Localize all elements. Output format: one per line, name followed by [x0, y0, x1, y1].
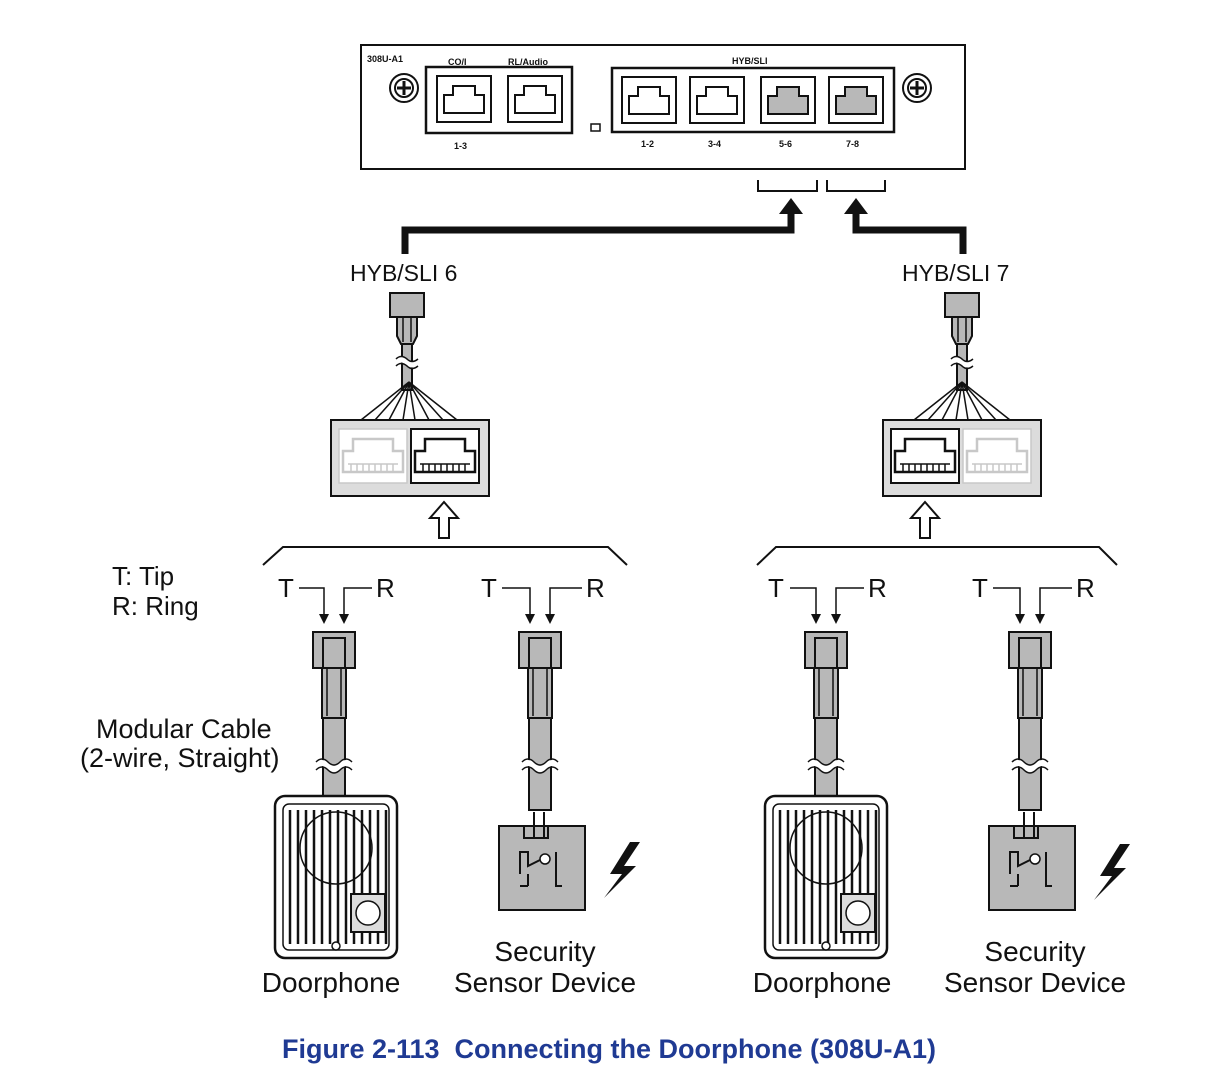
rl-audio-jack-icon — [507, 75, 563, 123]
security-sensor-device — [498, 811, 586, 911]
wire-label-t: T — [481, 573, 497, 603]
lightning-icon — [1094, 844, 1130, 900]
hyb-sli-jack-1-2-icon — [621, 76, 677, 124]
sensor-label-line2: Sensor Device — [454, 967, 636, 998]
port-group-rl-audio-label: RL/Audio — [508, 57, 548, 67]
tr-wires-2: T R — [481, 573, 605, 624]
junction-box-left — [330, 419, 490, 497]
wire-label-r: R — [1076, 573, 1095, 603]
doorphone-label: Doorphone — [753, 967, 892, 998]
screw-icon — [388, 72, 420, 104]
sensor-label-line2: Sensor Device — [944, 967, 1126, 998]
wire-label-t: T — [768, 573, 784, 603]
port-5-6-bracket — [757, 180, 818, 192]
line-label-hyb-sli-6: HYB/SLI 6 — [350, 260, 457, 286]
hyb-sli-jack-5-6-icon — [760, 76, 816, 124]
coi-jack-icon — [436, 75, 492, 123]
port-number-5-6: 5-6 — [779, 139, 792, 149]
modular-plug-icon — [945, 293, 979, 390]
doorphone-device — [273, 794, 399, 960]
port-number-1-2: 1-2 — [641, 139, 654, 149]
port-number-7-8: 7-8 — [846, 139, 859, 149]
cable-label-line2: (2-wire, Straight) — [80, 743, 280, 773]
tr-wires-4: T R — [972, 573, 1095, 624]
line-6-arrow — [401, 198, 803, 254]
doorphone-label: Doorphone — [262, 967, 401, 998]
tr-wires-1: T R — [278, 573, 395, 624]
modular-plug-icon — [1009, 632, 1051, 810]
figure-caption: Figure 2-113 Connecting the Doorphone (3… — [282, 1034, 936, 1064]
modular-plug-icon — [519, 632, 561, 810]
legend-ring: R: Ring — [112, 591, 199, 621]
cable-label-line1: Modular Cable — [96, 714, 272, 744]
junction-box-right — [882, 419, 1042, 497]
port-group-hyb-sli-label: HYB/SLI — [732, 56, 768, 66]
wire-label-t: T — [278, 573, 294, 603]
doorphone-device — [763, 794, 889, 960]
rj-jack-icon — [341, 437, 405, 474]
rj-jack-icon — [413, 437, 477, 474]
lightning-icon — [604, 842, 640, 898]
screw-icon — [901, 72, 933, 104]
hollow-arrow-up-icon — [910, 501, 940, 539]
port-number-3-4: 3-4 — [708, 139, 721, 149]
rj-jack-icon — [965, 437, 1029, 474]
status-led — [590, 123, 601, 132]
hyb-sli-jack-7-8-icon — [828, 76, 884, 124]
hollow-arrow-up-icon — [429, 501, 459, 539]
unit-model-label: 308U-A1 — [367, 54, 403, 64]
modular-plug-icon — [805, 632, 847, 810]
group-bracket-left — [262, 546, 628, 566]
wire-label-t: T — [972, 573, 988, 603]
port-number-1-3: 1-3 — [454, 141, 467, 151]
wire-label-r: R — [868, 573, 887, 603]
group-bracket-right — [756, 546, 1118, 566]
wire-label-r: R — [586, 573, 605, 603]
port-7-8-bracket — [826, 180, 886, 192]
modular-plug-icon — [313, 632, 355, 810]
line-label-hyb-sli-7: HYB/SLI 7 — [902, 260, 1009, 286]
tr-wires-3: T R — [768, 573, 887, 624]
port-group-coi-label: CO/I — [448, 57, 467, 67]
security-sensor-device — [988, 811, 1076, 911]
modular-plug-icon — [390, 293, 424, 390]
legend-tip: T: Tip — [112, 561, 174, 591]
rj-jack-icon — [893, 437, 957, 474]
sensor-label-line1: Security — [494, 936, 595, 967]
sensor-label-line1: Security — [984, 936, 1085, 967]
wire-label-r: R — [376, 573, 395, 603]
unit-panel: 308U-A1 CO/I RL/Audio HYB/SLI 1-3 1-2 3-… — [360, 44, 966, 170]
line-7-arrow — [844, 198, 967, 254]
hyb-sli-jack-3-4-icon — [689, 76, 745, 124]
